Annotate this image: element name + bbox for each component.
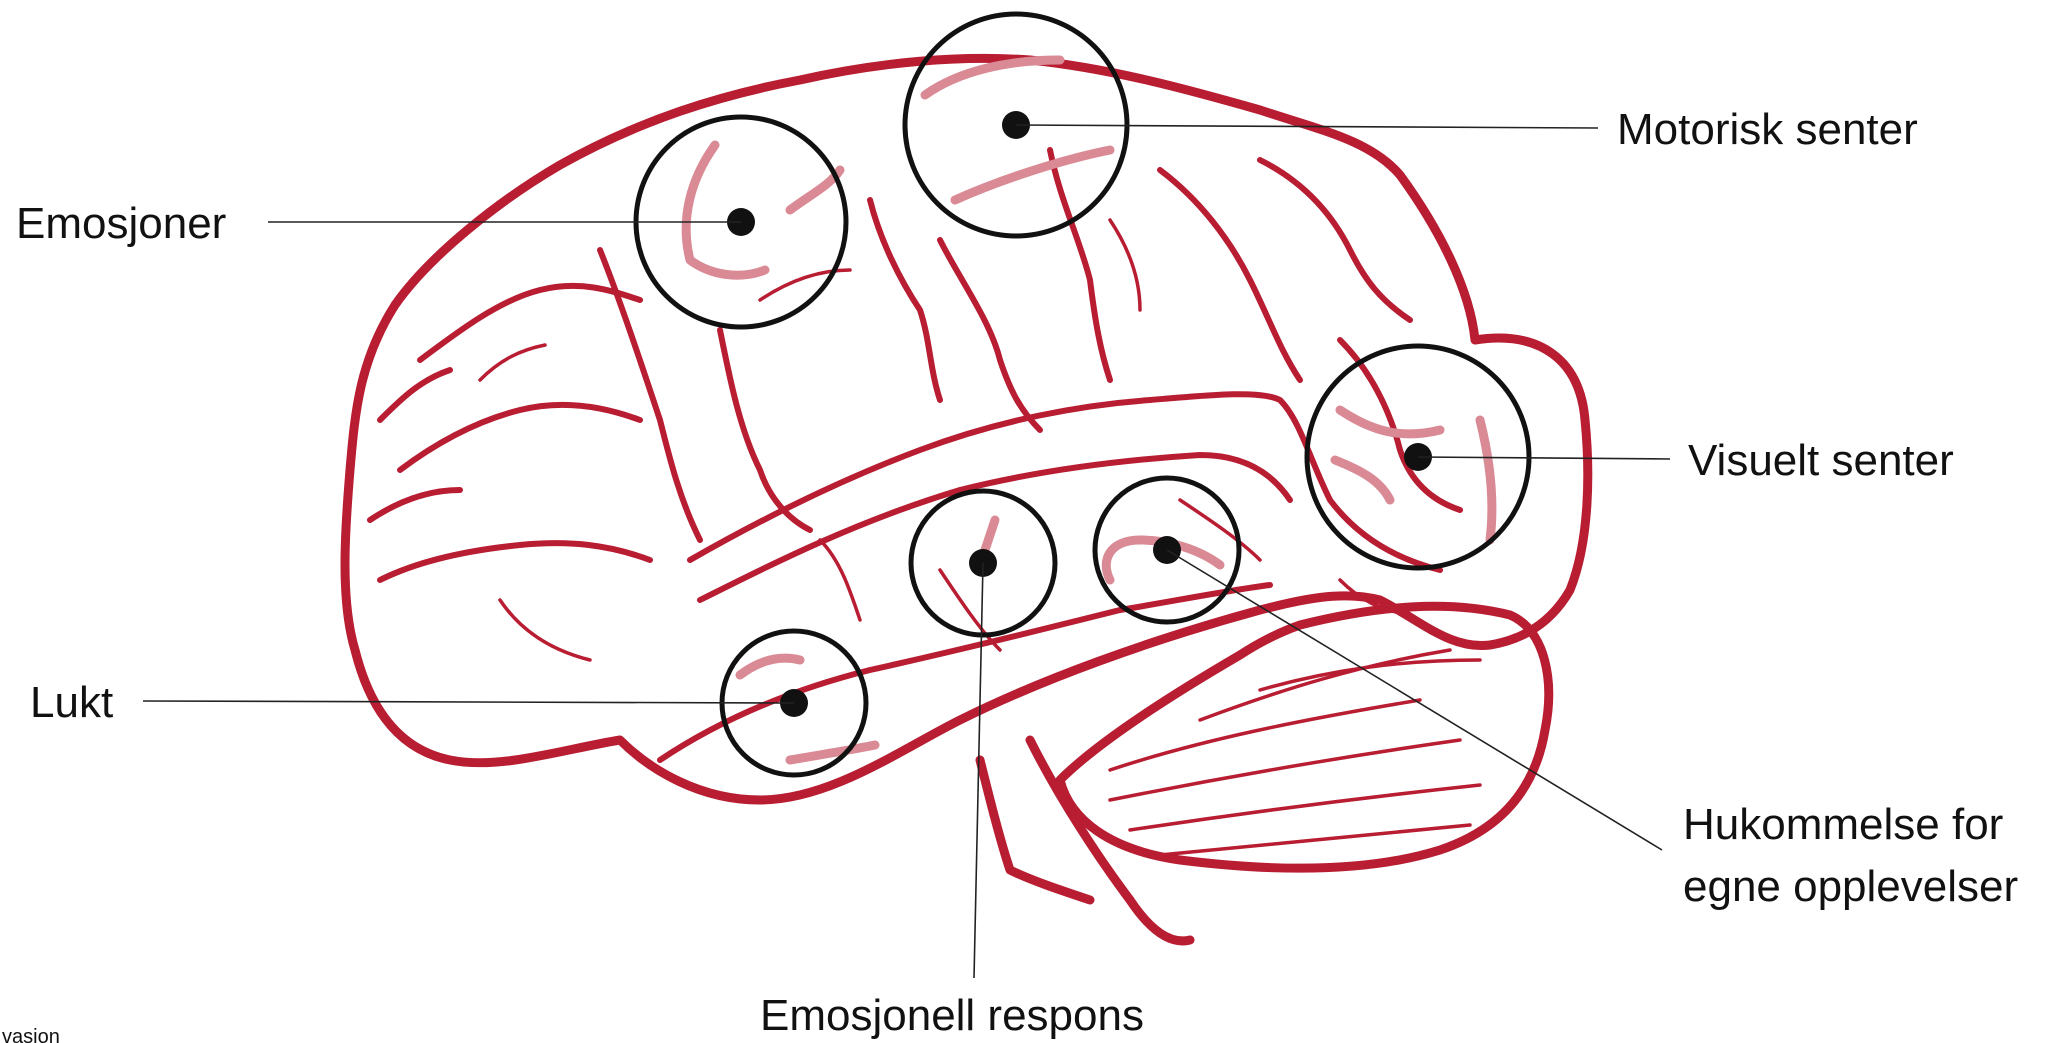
secondary-fold-4: [1110, 220, 1140, 310]
highlight-emotions: [686, 145, 840, 275]
leader-memory: [1167, 550, 1662, 850]
label-emotional-response: Emosjonell respons: [760, 991, 1144, 1040]
secondary-fold-5: [820, 540, 860, 620]
frontal-vertical-1: [600, 250, 700, 540]
secondary-fold-1: [480, 345, 545, 380]
frontal-vertical-2: [720, 330, 810, 530]
brain-illustration: [345, 58, 1588, 941]
cerebellum-folium-3: [1130, 785, 1480, 830]
leader-smell: [143, 701, 794, 703]
labels: Emosjoner Motorisk senter Visuelt senter…: [2, 105, 2018, 1043]
parietal-sulcus-1: [1160, 170, 1300, 380]
postcentral-sulcus: [1050, 150, 1110, 380]
label-motor: Motorisk senter: [1617, 105, 1918, 154]
brainstem-outline: [980, 740, 1190, 941]
central-sulcus: [940, 240, 1040, 430]
secondary-fold-2: [500, 600, 590, 660]
frontal-sulcus-3: [380, 543, 650, 580]
label-memory-line1: Hukommelse for: [1683, 800, 2003, 849]
secondary-fold-6: [940, 570, 1000, 650]
cerebellum-folium-6: [1260, 660, 1480, 690]
cerebellum-folium-2: [1110, 740, 1460, 800]
label-memory-line2: egne opplevelser: [1683, 862, 2018, 911]
credit-text: vasjon: [2, 1026, 60, 1043]
label-smell: Lukt: [30, 678, 113, 727]
leader-visual: [1418, 457, 1670, 459]
frontal-pole-sulcus: [370, 370, 460, 520]
parietal-sulcus-2: [1260, 160, 1410, 320]
label-emotions: Emosjoner: [16, 199, 226, 248]
precentral-sulcus: [870, 200, 940, 400]
frontal-sulcus-2: [400, 405, 640, 470]
secondary-fold-3: [760, 270, 850, 300]
lateral-sulcus: [690, 394, 1440, 570]
label-visual: Visuelt senter: [1688, 436, 1954, 485]
